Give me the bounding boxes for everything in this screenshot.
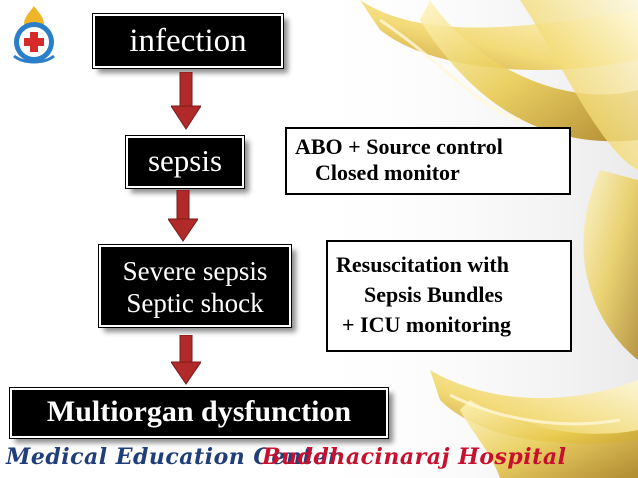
footer: Medical Education Center Buddhacinaraj H… [0, 440, 638, 478]
infection-box: infection [92, 13, 284, 69]
sepsis-bundles-label: Sepsis Bundles [364, 282, 503, 307]
down-arrow-icon [168, 190, 198, 242]
hospital-cross-logo [13, 6, 55, 64]
resuscitation-label: Resuscitation with [336, 252, 509, 277]
multiorgan-dysfunction-label: Multiorgan dysfunction [46, 395, 352, 428]
septic-shock-label: Septic shock [126, 288, 264, 318]
down-arrow-icon [171, 72, 201, 130]
down-arrow-icon [171, 335, 201, 385]
severe-sepsis-label: Severe sepsis [122, 256, 268, 286]
icu-monitoring-label: + ICU monitoring [342, 312, 511, 337]
infection-label: infection [129, 23, 247, 59]
sepsis-label: sepsis [147, 143, 223, 178]
sepsis-box: sepsis [125, 135, 245, 189]
footer-hospital-name: Buddhacinaraj Hospital [262, 444, 567, 470]
resuscitation-box: Resuscitation with Sepsis Bundles + ICU … [326, 240, 572, 352]
abo-source-control-box: ABO + Source control Closed monitor [285, 127, 571, 195]
abo-source-control-label: ABO + Source control [295, 134, 503, 159]
severe-sepsis-box: Severe sepsis Septic shock [98, 244, 292, 328]
footer-medical-education-center: Medical Education Center [6, 444, 340, 470]
closed-monitor-label: Closed monitor [315, 160, 460, 185]
multiorgan-dysfunction-box: Multiorgan dysfunction [9, 387, 389, 439]
